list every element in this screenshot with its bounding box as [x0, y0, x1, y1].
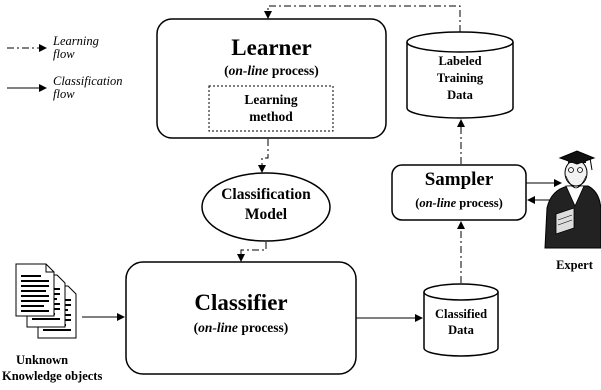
unknown-objects-line2: Knowledge objects — [2, 369, 103, 384]
learner-title: Learner — [231, 35, 312, 60]
classification-model-line1: Classification — [221, 186, 311, 203]
legend-classification-label: Classification flow — [53, 74, 123, 102]
legend-learning-label: Learning flow — [53, 34, 99, 62]
classified-data-cylinder[interactable] — [423, 283, 499, 357]
learner-subtitle-post: process) — [268, 63, 319, 78]
labeled-data-line2: Training — [436, 70, 484, 85]
labeled-data-line3: Data — [447, 87, 473, 102]
flow-labeled-to-learner — [264, 5, 461, 32]
classified-data-line2: Data — [448, 323, 474, 338]
expert-icon — [544, 150, 601, 249]
legend-learning-line2: flow — [53, 47, 75, 62]
unknown-objects-label: Unknown Knowledge objects — [2, 352, 152, 385]
classified-data-label: Classified Data — [424, 306, 498, 339]
sampler-subtitle-em: on-line — [419, 196, 457, 210]
classifier-subtitle: (on-line process) — [126, 320, 356, 336]
sampler-subtitle-post: process) — [456, 196, 503, 210]
sampler-title: Sampler — [424, 169, 494, 190]
flow-learner-to-model — [258, 139, 269, 173]
classification-model-label: Classification Model — [202, 185, 330, 225]
labeled-training-data-cylinder[interactable] — [406, 31, 514, 119]
classifier-subtitle-pre: ( — [193, 320, 199, 335]
learning-method-box[interactable] — [208, 85, 334, 132]
learner-subtitle-pre: ( — [224, 63, 229, 78]
classified-data-line1: Classified — [434, 307, 488, 321]
classification-model-line2: Model — [244, 206, 288, 224]
learning-method-line1: Learning — [244, 92, 298, 107]
flow-model-to-classifier — [237, 242, 267, 262]
unknown-objects-line1: Unknown — [16, 353, 69, 367]
documents-icon — [15, 263, 77, 339]
expert-label: Expert — [556, 258, 593, 272]
legend-classification-line2: flow — [53, 87, 75, 102]
learning-method-line2: method — [249, 108, 293, 124]
legend-learning-line1: Learning — [53, 34, 99, 48]
classifier-title: Classifier — [194, 290, 288, 315]
sampler-subtitle-pre: ( — [415, 196, 420, 210]
learner-subtitle: (on-line process) — [157, 63, 386, 79]
sampler-box[interactable] — [391, 164, 527, 221]
labeled-data-line1: Labeled — [438, 54, 482, 68]
legend-classification-line1: Classification — [53, 74, 123, 88]
labeled-data-label: Labeled Training Data — [407, 53, 513, 104]
classifier-subtitle-em: on-line — [198, 320, 238, 335]
learner-subtitle-em: on-line — [228, 63, 269, 78]
classifier-box[interactable] — [125, 261, 357, 375]
classification-model-ellipse[interactable] — [201, 172, 331, 242]
classifier-subtitle-post: process) — [237, 320, 289, 335]
learning-method-label: Learning method — [209, 92, 333, 126]
sampler-subtitle: (on-line process) — [392, 196, 526, 211]
